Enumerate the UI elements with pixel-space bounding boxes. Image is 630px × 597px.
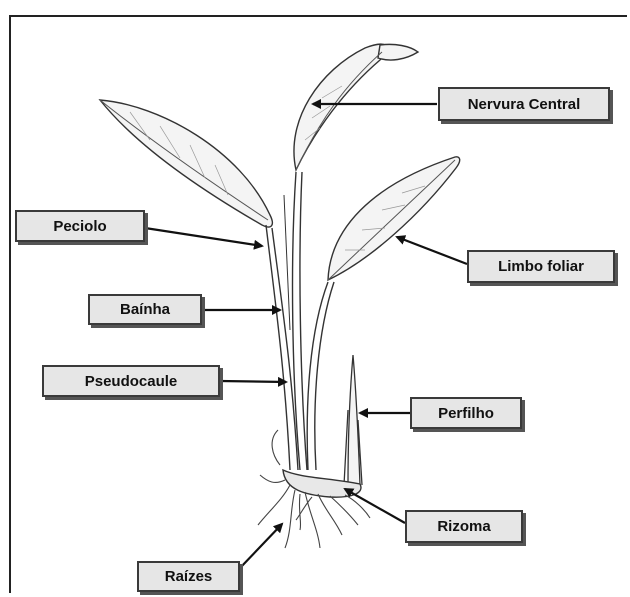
label-pseudocaule: Pseudocaule [42,365,220,397]
top-leaf [294,44,418,170]
label-bainha: Baínha [88,294,202,325]
arrow-pseudocaule [220,381,286,382]
label-nervura-central: Nervura Central [438,87,610,121]
label-limbo-foliar: Limbo foliar [467,250,615,283]
arrow-rizoma [345,489,405,523]
stems [266,172,334,470]
arrow-limbo-foliar [397,237,467,264]
label-rizoma: Rizoma [405,510,523,543]
left-leaf [100,100,272,227]
label-raizes: Raízes [137,561,240,592]
right-leaf [328,157,460,280]
arrow-raizes [240,524,282,568]
shoot [344,355,362,485]
arrow-peciolo [145,228,262,246]
label-peciolo: Peciolo [15,210,145,242]
label-perfilho: Perfilho [410,397,522,429]
